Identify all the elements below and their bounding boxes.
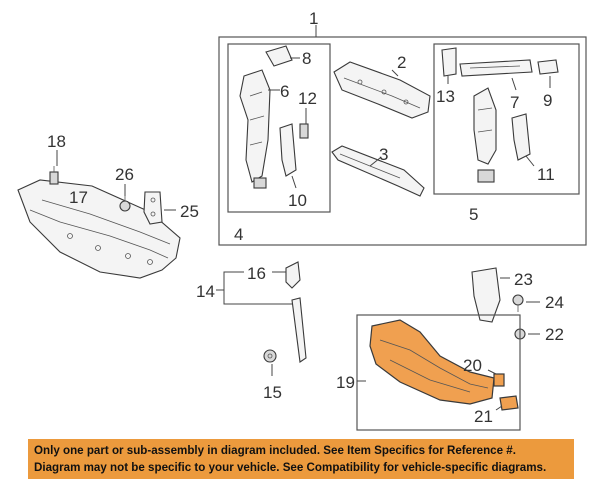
callout-13: 13: [436, 87, 455, 106]
clip-part-16: [285, 261, 301, 289]
nut-part-15: [263, 349, 277, 363]
callout-9: 9: [543, 91, 552, 110]
callout-7: 7: [510, 93, 519, 112]
callout-20: 20: [463, 356, 482, 375]
upper-support-part-2: [333, 61, 431, 119]
bracket-part-8: [265, 45, 293, 67]
callout-17: 17: [69, 188, 88, 207]
bracket-part-25: [143, 191, 163, 225]
callout-19: 19: [336, 373, 355, 392]
assembly-box-1: [218, 36, 587, 246]
callout-11: 11: [537, 165, 555, 184]
callout-21: 21: [474, 407, 493, 426]
sub-box-4: [227, 43, 331, 213]
side-support-part-6: [239, 69, 271, 189]
callout-5: 5: [469, 205, 478, 224]
clip-part-18: [49, 166, 59, 185]
callout-18: 18: [47, 132, 66, 151]
bracket-part-9: [537, 59, 559, 75]
disclaimer-line-2: Diagram may not be specific to your vehi…: [34, 461, 547, 474]
callout-12: 12: [298, 89, 317, 108]
deflector-part-23: [471, 267, 501, 323]
under-cover-part-17: [17, 179, 181, 279]
reinforcement-part-7: [459, 59, 533, 77]
sub-box-5: [433, 43, 580, 195]
callout-6: 6: [280, 82, 289, 101]
side-support-part-5: [473, 87, 497, 183]
callout-23: 23: [514, 270, 533, 289]
bolt-part-24: [512, 294, 524, 312]
highlight-box-19: [356, 314, 521, 431]
callout-10: 10: [288, 191, 307, 210]
clip-part-21: [499, 395, 519, 411]
callout-22: 22: [545, 325, 564, 344]
bracket-part-10: [279, 123, 297, 177]
callout-2: 2: [397, 53, 406, 72]
seal-part-14: [291, 297, 307, 363]
callout-16: 16: [247, 264, 266, 283]
clip-part-12: [299, 123, 309, 139]
callout-3: 3: [379, 145, 388, 164]
lower-tie-bar-part-3: [331, 145, 425, 197]
callout-8: 8: [302, 49, 311, 68]
callout-14: 14: [196, 282, 215, 301]
splash-shield-part-19: [369, 319, 495, 405]
callout-1: 1: [309, 9, 318, 28]
clip-part-20: [493, 373, 505, 387]
bracket-part-11: [511, 113, 531, 161]
disclaimer-line-1: Only one part or sub-assembly in diagram…: [34, 444, 516, 457]
callout-25: 25: [180, 202, 199, 221]
callout-24: 24: [545, 293, 564, 312]
callout-26: 26: [115, 165, 134, 184]
callout-15: 15: [263, 383, 282, 402]
disclaimer-banner: Only one part or sub-assembly in diagram…: [28, 439, 574, 479]
bracket-part-13: [441, 47, 457, 77]
callout-4: 4: [234, 225, 243, 244]
bolt-part-26: [119, 196, 131, 212]
